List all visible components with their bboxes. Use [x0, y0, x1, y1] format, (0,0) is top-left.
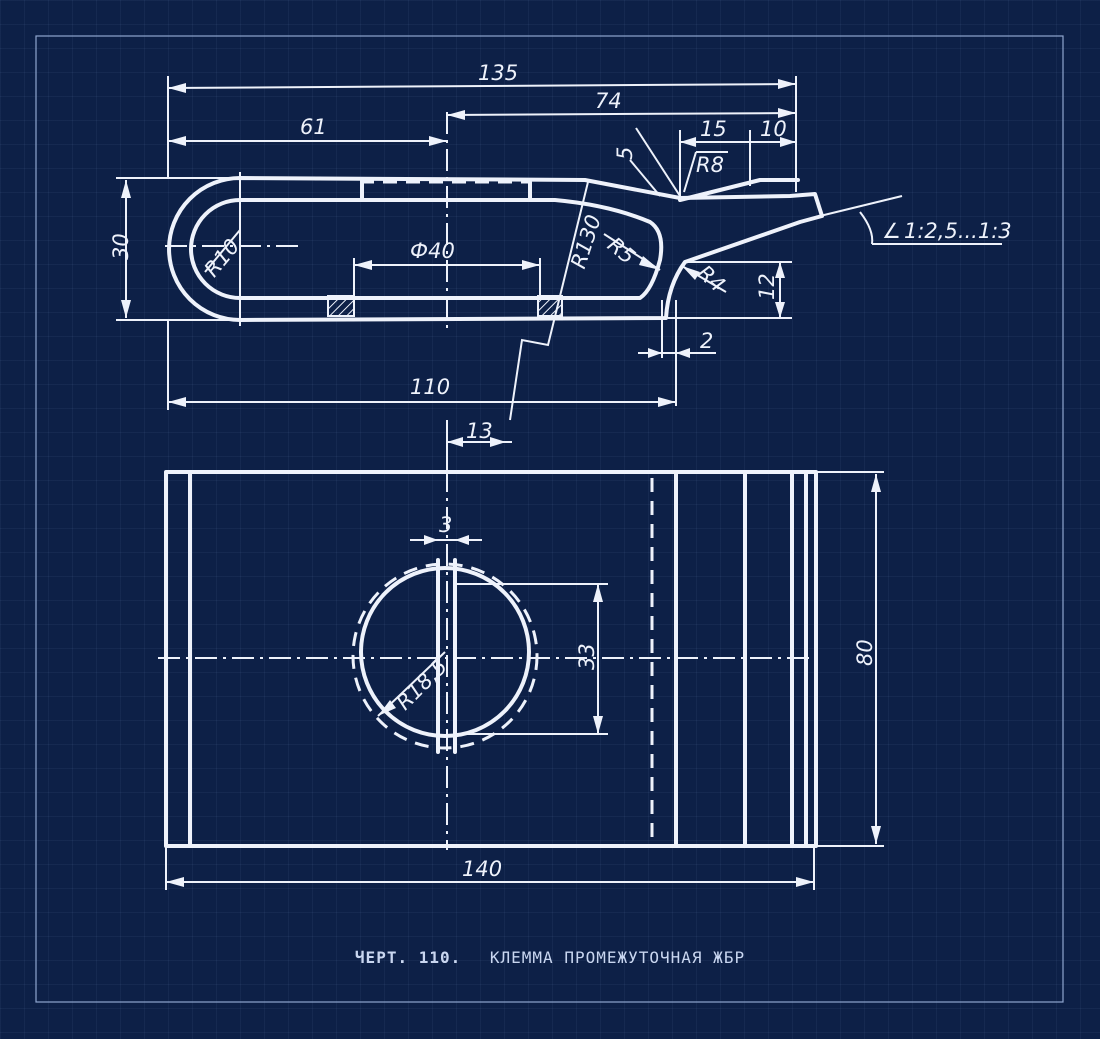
- caption-number: ЧЕРТ. 110.: [354, 948, 462, 967]
- dim-30-arrow-top: [121, 180, 131, 198]
- dim-r18-5-label: R18,5: [392, 654, 452, 714]
- dim-r130-leader: [509, 181, 589, 421]
- side-view: 135 74 61 15 10 5 R8 30: [109, 61, 1012, 470]
- dim-r130-label: R130: [566, 212, 606, 271]
- dim-13-label: 13: [466, 419, 493, 443]
- dim-110-arrow-left: [168, 397, 186, 407]
- dim-13-arrow-left: [447, 437, 463, 447]
- dim-12-label: 12: [755, 273, 779, 300]
- dim-61-label: 61: [300, 115, 327, 139]
- dim-140-arrow-right: [796, 877, 814, 887]
- dim-r18-5-arrow: [378, 700, 396, 716]
- dim-r8-leader: [683, 151, 697, 193]
- dim-5-label: 5: [613, 147, 637, 160]
- dim-12-arrow-bottom: [775, 302, 785, 318]
- dim-135-arrow-left: [168, 83, 186, 93]
- dim-slope-arc: [859, 211, 874, 245]
- drawing-frame: [35, 35, 1064, 1003]
- dim-33-arrow-bottom: [593, 716, 603, 734]
- dim-30-arrow-bottom: [121, 300, 131, 318]
- dim-r8-label: R8: [696, 153, 724, 177]
- dim-15-arrow: [680, 137, 696, 147]
- dim-33-label: 33: [575, 643, 599, 670]
- dim-135-line: [167, 83, 797, 89]
- dim-80-arrow-bottom: [871, 826, 881, 844]
- dim-3-label: 3: [439, 513, 452, 537]
- dim-30-label: 30: [109, 233, 133, 260]
- dim-3-arrow-left: [424, 535, 438, 545]
- dim-74-label: 74: [595, 89, 622, 113]
- dim-61-arrow-right: [429, 136, 447, 146]
- side-view-inner-contour: [189, 198, 664, 300]
- dim-d40-label: Ф40: [410, 239, 455, 263]
- dim-15-label: 15: [700, 117, 727, 141]
- side-view-lip: [678, 178, 800, 202]
- dim-2-label: 2: [700, 329, 713, 353]
- dim-r10-label: R10: [200, 234, 245, 281]
- dim-13-arrow-right: [490, 437, 506, 447]
- dim-80-label: 80: [853, 639, 877, 666]
- dim-140-arrow-left: [166, 877, 184, 887]
- hole-circle: [359, 566, 531, 738]
- dim-5-line-a: [635, 127, 681, 197]
- caption-title: КЛЕММА ПРОМЕЖУТОЧНАЯ ЖБР: [489, 948, 746, 967]
- dim-3-arrow-right: [455, 535, 469, 545]
- dim-110-label: 110: [410, 375, 450, 399]
- dim-slope-prefix: ∠: [882, 219, 901, 243]
- dim-2-arrow-right: [676, 348, 690, 358]
- dim-2-arrow-left: [648, 348, 662, 358]
- dim-12-arrow-top: [775, 262, 785, 278]
- dim-slope-ext: [819, 195, 903, 217]
- dim-d40-arrow-right: [522, 260, 540, 270]
- dim-r4-arrow: [682, 266, 700, 280]
- dim-110-arrow-right: [658, 397, 676, 407]
- dim-74-arrow-right: [778, 108, 796, 118]
- hole-hidden-circle: [351, 562, 539, 750]
- dim-33-arrow-top: [593, 584, 603, 602]
- dim-10-arrow: [780, 137, 796, 147]
- dim-5-line-b: [629, 159, 661, 197]
- dim-r10-leader: [204, 229, 241, 273]
- dim-d40-arrow-left: [354, 260, 372, 270]
- dim-135-label: 135: [478, 61, 518, 85]
- dim-r5-arrow: [639, 256, 660, 270]
- dim-80-arrow-top: [871, 474, 881, 492]
- plan-view: 3 R18,5 33 80 140: [158, 470, 884, 890]
- dim-135-arrow-right: [778, 79, 796, 89]
- dim-10-label: 10: [760, 117, 787, 141]
- dim-140-label: 140: [462, 857, 502, 881]
- section-hatch-left: [327, 295, 355, 317]
- dim-74-arrow-left: [447, 110, 465, 120]
- drawing-caption: ЧЕРТ. 110. КЛЕММА ПРОМЕЖУТОЧНАЯ ЖБР: [0, 948, 1100, 967]
- dim-slope-label: 1:2,5...1:3: [904, 219, 1012, 243]
- dim-74-line: [446, 112, 797, 116]
- dim-61-arrow-left: [168, 136, 186, 146]
